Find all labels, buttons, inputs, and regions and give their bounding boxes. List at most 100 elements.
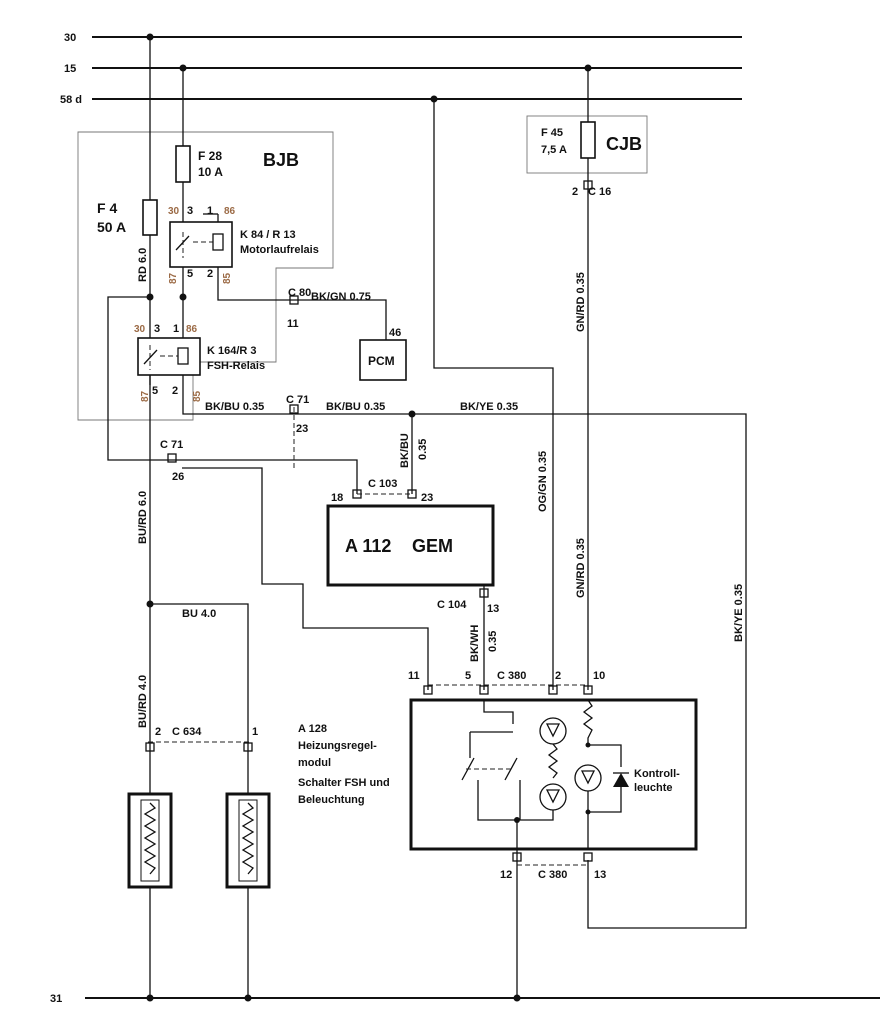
fuse-f4-name: F 4 [97,200,117,216]
fuse-f45-rating: 7,5 A [541,144,567,156]
fuse-f4-rating: 50 A [97,219,126,235]
pcm-label: PCM [368,354,395,368]
svg-text:85: 85 [192,390,203,402]
svg-text:0.35: 0.35 [417,439,429,460]
svg-text:A 128: A 128 [298,723,327,735]
svg-text:Beleuchtung: Beleuchtung [298,794,365,806]
svg-text:RD 6.0: RD 6.0 [137,248,149,282]
svg-text:GN/RD 0.35: GN/RD 0.35 [575,272,587,332]
svg-text:BU/RD 4.0: BU/RD 4.0 [137,675,149,728]
power-rails: 30 15 58 d 31 [50,32,880,1005]
svg-text:BK/YE 0.35: BK/YE 0.35 [460,401,518,413]
svg-text:46: 46 [389,327,401,339]
svg-text:30: 30 [134,324,146,335]
svg-text:BK/BU 0.35: BK/BU 0.35 [326,401,385,413]
svg-text:86: 86 [186,324,198,335]
svg-text:3: 3 [154,323,160,335]
relay-k164-name: K 164/R 3 [207,345,257,357]
svg-text:BK/YE 0.35: BK/YE 0.35 [733,584,745,642]
svg-text:BK/WH: BK/WH [469,625,481,662]
relay-k164-desc: FSH-Relais [207,360,265,372]
svg-text:C 71: C 71 [286,394,309,406]
svg-text:C 380: C 380 [497,670,526,682]
svg-text:5: 5 [187,268,193,280]
svg-text:BK/GN 0.75: BK/GN 0.75 [311,291,371,303]
svg-text:13: 13 [487,603,499,615]
svg-text:0.35: 0.35 [487,631,499,652]
svg-text:13: 13 [594,869,606,881]
svg-text:85: 85 [222,272,233,284]
connector-labels: C 16 2 C 80 11 C 71 23 C 71 26 C 103 18 … [148,186,611,881]
svg-text:23: 23 [296,423,308,435]
svg-text:1: 1 [173,323,179,335]
connector-symbols [145,180,593,862]
heater-element-right [225,792,271,889]
fuse-f28-rating: 10 A [198,165,223,179]
svg-text:GN/RD 0.35: GN/RD 0.35 [575,538,587,598]
bjb-housing [77,131,334,421]
svg-text:C 104: C 104 [437,599,467,611]
relay-k84-desc: Motorlaufrelais [240,244,319,256]
svg-text:1: 1 [252,726,258,738]
fuse-f4: F 4 50 A [97,199,158,236]
kontroll-label-2: leuchte [634,782,673,794]
gem-id: A 112 [345,536,391,556]
svg-text:23: 23 [421,492,433,504]
svg-text:BU 4.0: BU 4.0 [182,608,216,620]
pcm-module: PCM 46 [359,327,407,381]
wire-labels: RD 6.0 BK/GN 0.75 BK/BU 0.35 BK/BU 0.35 … [137,248,745,728]
svg-text:11: 11 [408,670,420,682]
svg-text:3: 3 [187,205,193,217]
rail-30-label: 30 [64,32,76,44]
svg-text:C 634: C 634 [172,726,202,738]
svg-text:modul: modul [298,757,331,769]
heater-control-module: Kontroll- leuchte [409,698,698,860]
svg-text:1: 1 [207,205,213,217]
relay-k84-name: K 84 / R 13 [240,229,296,241]
svg-text:C 71: C 71 [160,439,183,451]
relay-k164: 30 86 3 1 5 2 87 85 K 164/R 3 FSH-Relais [134,323,265,402]
fuse-f45-name: F 45 [541,127,563,139]
svg-text:26: 26 [172,471,184,483]
svg-text:BU/RD 6.0: BU/RD 6.0 [137,491,149,544]
rail-15-label: 15 [64,63,76,75]
svg-text:2: 2 [155,726,161,738]
fuse-f28: F 28 10 A [175,145,223,183]
svg-text:18: 18 [331,492,343,504]
svg-text:2: 2 [207,268,213,280]
rail-58d-label: 58 d [60,94,82,106]
gem-name: GEM [412,536,453,556]
gem-module: A 112 GEM [326,504,495,587]
a128-description: A 128 Heizungsregel- modul Schalter FSH … [298,723,390,806]
svg-text:2: 2 [555,670,561,682]
svg-text:87: 87 [168,272,179,284]
junction-dots [146,33,592,1002]
svg-text:10: 10 [593,670,605,682]
fuse-f45: F 45 7,5 A [541,121,596,159]
svg-text:Heizungsregel-: Heizungsregel- [298,740,377,752]
svg-text:5: 5 [465,670,471,682]
rail-31-label: 31 [50,993,62,1005]
cjb-housing [526,115,648,174]
relay-k84: 30 86 3 1 5 2 87 85 K 84 / R 13 Motorlau… [168,205,319,284]
svg-text:BK/BU: BK/BU [399,433,411,468]
fuse-f28-name: F 28 [198,149,222,163]
svg-text:11: 11 [287,318,299,330]
svg-text:87: 87 [140,390,151,402]
svg-text:5: 5 [152,385,158,397]
svg-text:C 16: C 16 [588,186,611,198]
kontroll-label-1: Kontroll- [634,768,680,780]
svg-text:BK/BU 0.35: BK/BU 0.35 [205,401,264,413]
svg-text:C 103: C 103 [368,478,397,490]
bjb-title: BJB [263,150,299,170]
svg-text:OG/GN 0.35: OG/GN 0.35 [537,451,549,512]
svg-text:30: 30 [168,206,180,217]
svg-text:2: 2 [172,385,178,397]
cjb-title: CJB [606,134,642,154]
svg-text:12: 12 [500,869,512,881]
svg-text:C 380: C 380 [538,869,567,881]
svg-text:Schalter FSH und: Schalter FSH und [298,777,390,789]
heater-element-left [127,792,173,889]
svg-text:C 80: C 80 [288,287,311,299]
